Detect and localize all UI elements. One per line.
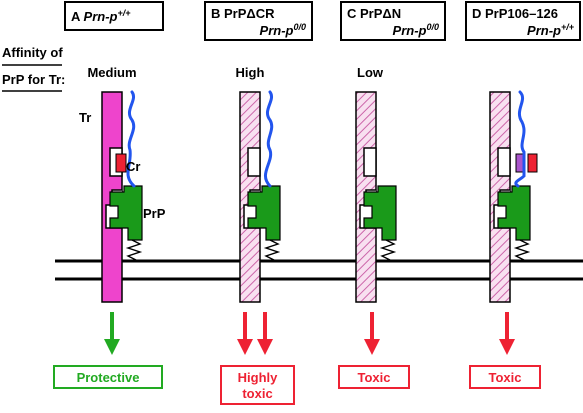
- n-terminal-tail: [126, 90, 136, 188]
- gpi-anchor: [513, 239, 531, 261]
- cr-domain: [527, 153, 538, 173]
- outcome-box: [469, 365, 541, 389]
- outcome-arrow-head: [364, 339, 380, 355]
- prp-domain: [109, 185, 143, 241]
- outcome-label-line-2: toxic: [242, 386, 272, 401]
- outcome-arrow-head: [499, 339, 515, 355]
- panel-header-box: [64, 1, 164, 31]
- n-terminal-tail: [514, 90, 526, 188]
- panel-title: B PrPΔCR: [211, 6, 275, 21]
- outcome-box: [338, 365, 410, 389]
- genotype-superscript: +/+: [561, 22, 575, 32]
- affinity-value: High: [236, 65, 265, 80]
- prp-domain: [363, 185, 397, 241]
- outcome-arrow-head: [257, 339, 273, 355]
- gpi-anchor: [379, 239, 397, 261]
- prp-domain: [247, 185, 281, 241]
- prp-label: PrP: [143, 206, 166, 221]
- affinity-value: Low: [357, 65, 384, 80]
- panel-header-box: [204, 1, 313, 41]
- outcome-arrow-head: [237, 339, 253, 355]
- outcome-arrow-head: [104, 339, 120, 355]
- affinity-value: Medium: [87, 65, 136, 80]
- tr-notch-upper: [497, 147, 511, 177]
- outcome-box: [220, 365, 295, 405]
- tr-notch-upper: [247, 147, 261, 177]
- panel-title: A Prn-p+/+: [71, 8, 131, 24]
- tr-notch-upper: [363, 147, 377, 177]
- panel-header-box: [465, 1, 581, 41]
- gpi-anchor: [263, 239, 281, 261]
- outcome-label: Toxic: [358, 370, 391, 385]
- cr-domain: [115, 153, 127, 173]
- n-terminal-tail: [264, 90, 274, 188]
- tr-label: Tr: [79, 110, 91, 125]
- genotype-superscript: +/+: [117, 8, 131, 18]
- cr-label: Cr: [126, 159, 140, 174]
- gpi-anchor: [125, 239, 143, 261]
- outcome-label-line-1: Highly: [238, 370, 278, 385]
- panel-title: D PrP106–126: [472, 6, 558, 21]
- genotype-superscript: 0/0: [426, 22, 439, 32]
- outcome-box: [53, 365, 163, 389]
- panel-header-box: [340, 1, 446, 41]
- affinity-line-2: PrP for Tr:: [2, 72, 65, 87]
- affinity-line-1: Affinity of: [2, 45, 63, 60]
- genotype-superscript: 0/0: [293, 22, 306, 32]
- outcome-label: Toxic: [489, 370, 522, 385]
- prp-domain: [497, 185, 531, 241]
- outcome-label: Protective: [77, 370, 140, 385]
- affinity-heading: Affinity of PrP for Tr:: [2, 45, 65, 92]
- panel-title: C PrPΔN: [347, 6, 401, 21]
- panel-genotype: Prn-p: [84, 9, 118, 24]
